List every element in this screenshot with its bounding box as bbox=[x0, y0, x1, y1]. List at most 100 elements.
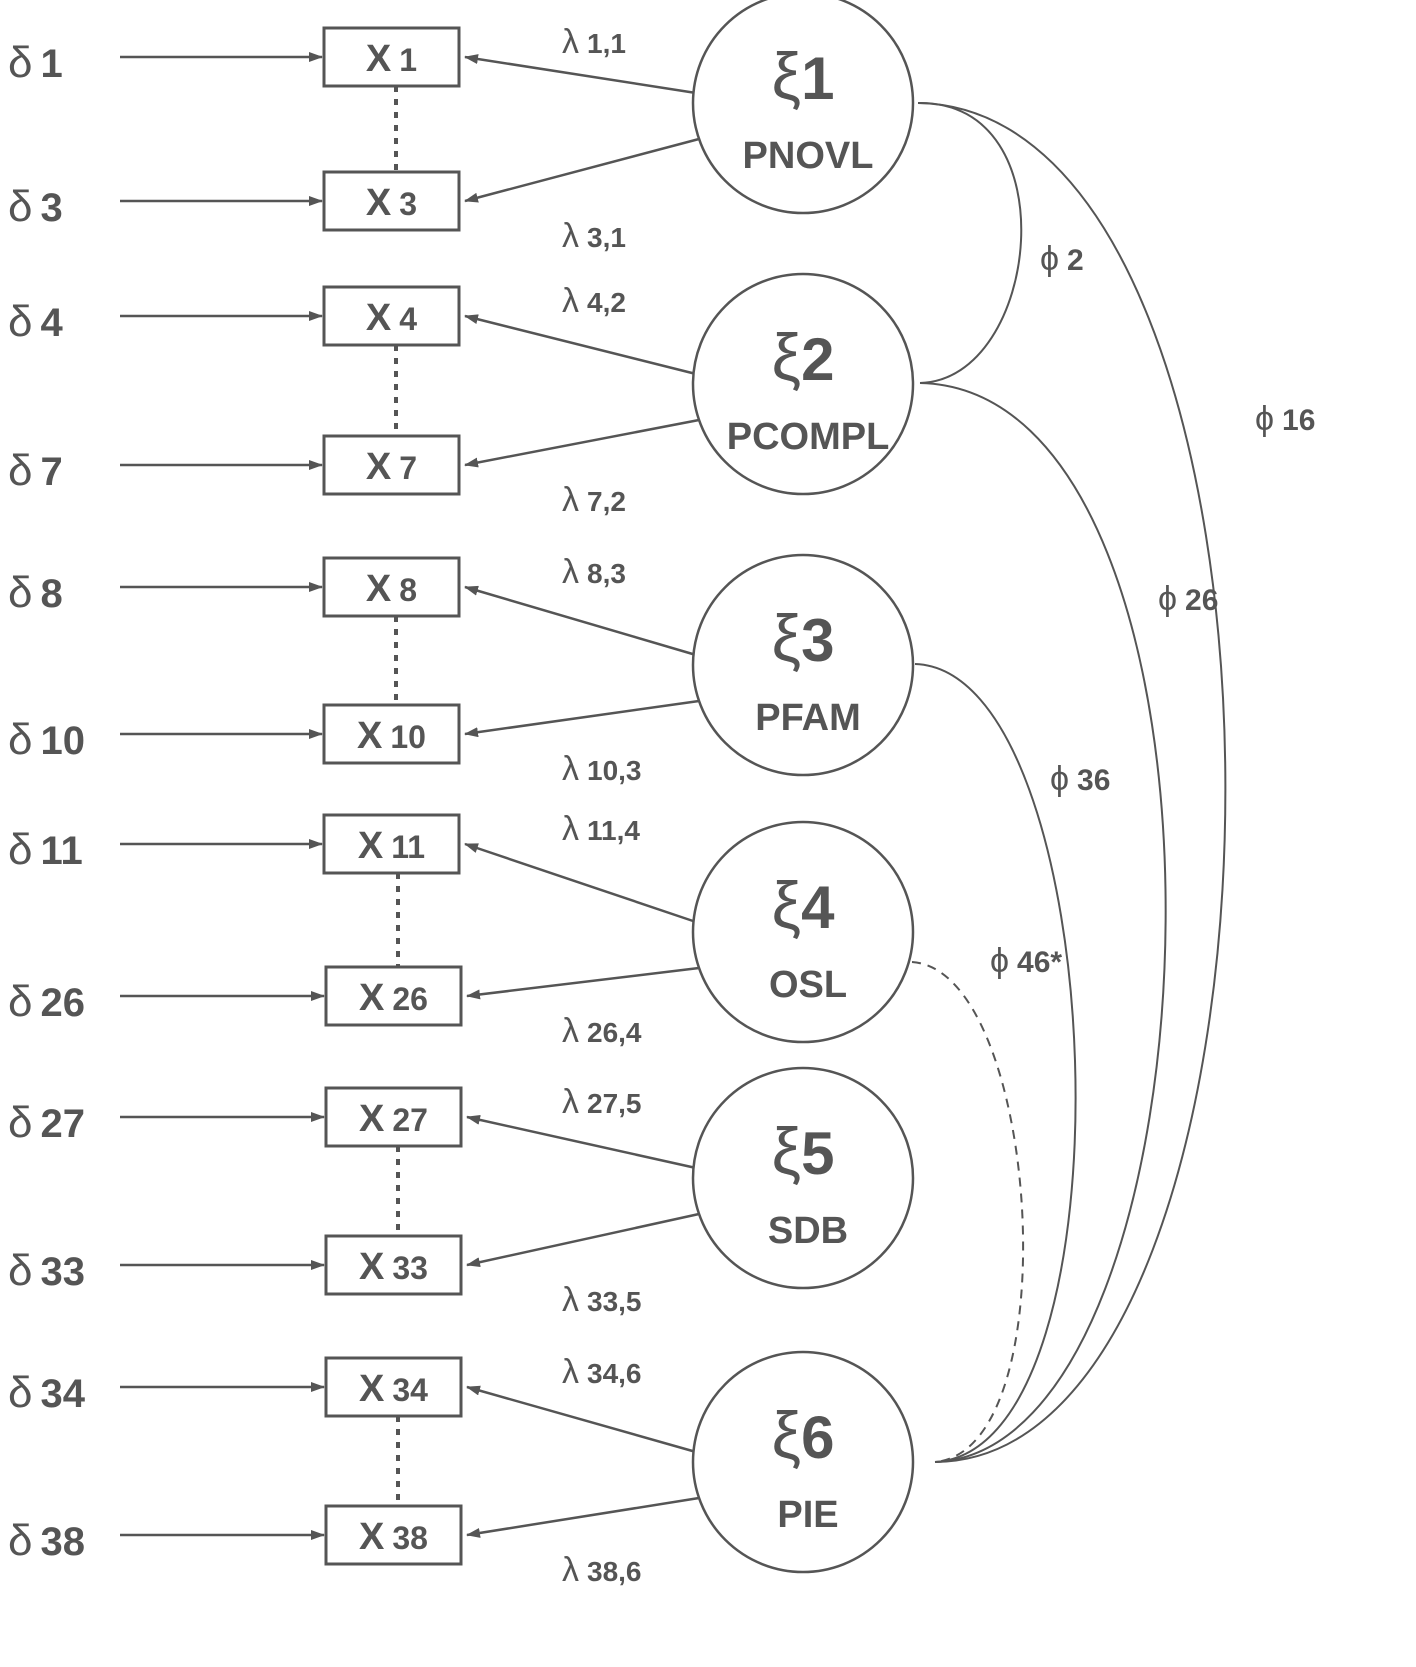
indicator-index: 4 bbox=[399, 301, 417, 337]
delta-symbol: δ bbox=[8, 1368, 33, 1417]
factor-circle bbox=[691, 553, 915, 777]
xi-symbol: ξ bbox=[772, 1398, 802, 1472]
lambda-symbol: λ bbox=[562, 1281, 579, 1319]
error-term-index: 33 bbox=[41, 1250, 86, 1294]
loading-index: 10,3 bbox=[587, 755, 642, 786]
indicator-letter: X bbox=[359, 1368, 385, 1410]
error-term-index: 8 bbox=[41, 572, 63, 616]
indicator-letter: X bbox=[359, 977, 385, 1019]
indicator-letter: X bbox=[366, 297, 392, 339]
phi-symbol: ϕ bbox=[1255, 400, 1274, 438]
xi-symbol: ξ bbox=[772, 39, 802, 113]
indicator-letter: X bbox=[359, 1516, 385, 1558]
covariance-index: 36 bbox=[1077, 764, 1110, 797]
covariance-index: 26 bbox=[1185, 584, 1218, 617]
error-term-index: 38 bbox=[41, 1520, 86, 1564]
phi-symbol: ϕ bbox=[1158, 580, 1177, 618]
covariance-curve bbox=[914, 663, 1077, 1463]
covariance-index: 2 bbox=[1067, 244, 1084, 277]
indicator-index: 38 bbox=[392, 1520, 428, 1556]
lambda-symbol: λ bbox=[562, 1551, 579, 1589]
factor-name: PFAM bbox=[755, 697, 861, 739]
loading-index: 34,6 bbox=[587, 1358, 642, 1389]
loading-index: 27,5 bbox=[587, 1088, 642, 1119]
lambda-symbol: λ bbox=[562, 217, 579, 255]
indicator-letter: X bbox=[366, 568, 392, 610]
delta-symbol: δ bbox=[8, 1098, 33, 1147]
delta-symbol: δ bbox=[8, 1516, 33, 1565]
loading-index: 33,5 bbox=[587, 1286, 642, 1317]
error-term-index: 10 bbox=[41, 719, 86, 763]
loading-index: 8,3 bbox=[587, 558, 626, 589]
indicator-box bbox=[324, 1504, 463, 1566]
indicator-letter: X bbox=[357, 715, 383, 757]
delta-symbol: δ bbox=[8, 568, 33, 617]
loading-index: 26,4 bbox=[587, 1017, 642, 1048]
loading-index: 38,6 bbox=[587, 1556, 642, 1587]
loading-arrow bbox=[464, 585, 697, 657]
delta-symbol: δ bbox=[8, 977, 33, 1026]
indicator-box bbox=[324, 965, 463, 1027]
indicator-box bbox=[324, 1234, 463, 1296]
indicator-letter: X bbox=[366, 182, 392, 224]
loading-arrow bbox=[466, 1385, 697, 1454]
loading-arrow bbox=[464, 699, 700, 738]
indicator-box bbox=[322, 703, 461, 765]
error-term-index: 4 bbox=[41, 301, 64, 345]
factor-name: SDB bbox=[768, 1210, 848, 1252]
factor-circle bbox=[691, 0, 915, 215]
factor-index: 5 bbox=[801, 1120, 834, 1187]
loading-arrow bbox=[466, 1114, 697, 1170]
factor-name: OSL bbox=[769, 964, 847, 1006]
delta-symbol: δ bbox=[8, 297, 33, 346]
loading-index: 3,1 bbox=[587, 222, 626, 253]
indicator-index: 1 bbox=[399, 42, 417, 78]
indicator-box bbox=[322, 285, 461, 347]
error-term-index: 7 bbox=[41, 450, 63, 494]
factor-circle bbox=[691, 820, 915, 1044]
indicator-letter: X bbox=[358, 825, 384, 867]
loading-arrow bbox=[466, 1212, 700, 1268]
loading-arrow bbox=[464, 137, 700, 203]
loading-arrow bbox=[464, 842, 697, 924]
indicator-box bbox=[324, 1086, 463, 1148]
loading-label: λ 3,1 bbox=[562, 217, 626, 255]
indicator-index: 26 bbox=[392, 981, 428, 1017]
indicator-letter: X bbox=[366, 446, 392, 488]
indicator-index: 8 bbox=[399, 572, 417, 608]
indicator-box bbox=[322, 26, 461, 88]
indicator-box bbox=[322, 434, 461, 496]
error-term-index: 3 bbox=[41, 186, 63, 230]
covariance-index: 16 bbox=[1282, 404, 1315, 437]
